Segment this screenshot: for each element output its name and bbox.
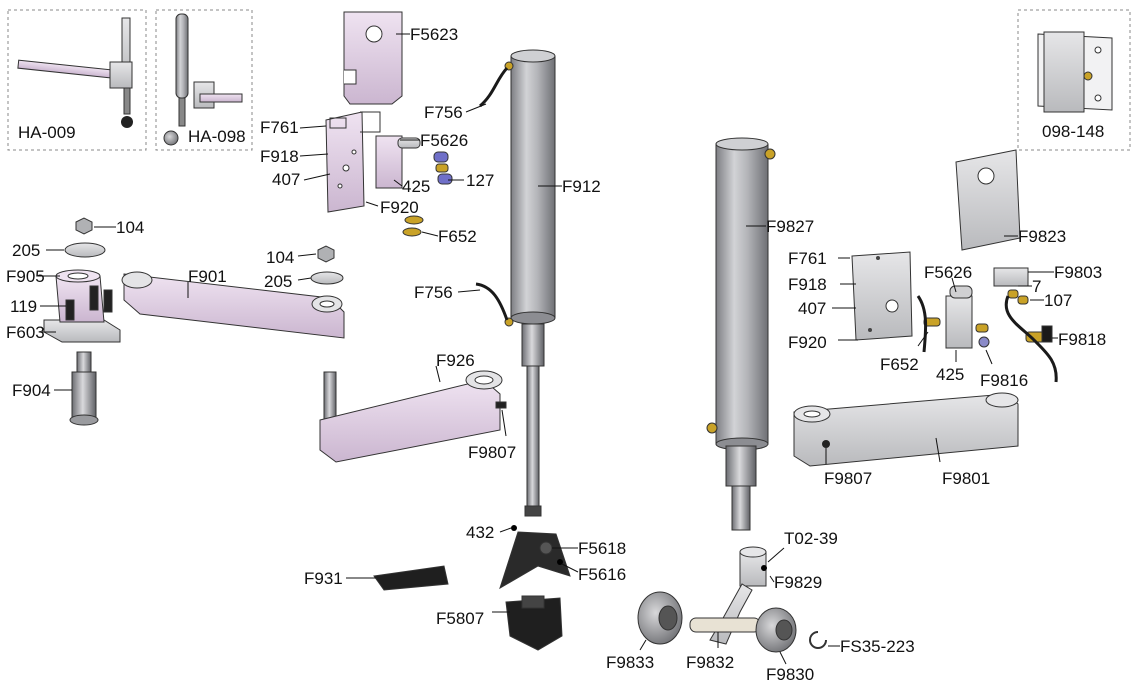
label-f5623: F5623	[410, 25, 458, 44]
label-432: 432	[466, 523, 494, 542]
label-f920-left: F920	[380, 198, 419, 217]
label-f926: F926	[436, 351, 475, 370]
ha-098-thumbnail	[163, 13, 243, 146]
label-425-left: 425	[402, 177, 430, 196]
label-f9830: F9830	[766, 665, 814, 684]
label-f9807-left: F9807	[468, 443, 516, 462]
part-f9832-axle	[689, 617, 761, 633]
inset-ha-098: HA-098	[155, 9, 253, 151]
label-f912: F912	[562, 177, 601, 196]
label-f756-mid: F756	[414, 283, 453, 302]
label-119: 119	[10, 297, 37, 316]
label-ha-098: HA-098	[188, 127, 246, 146]
label-f918-left: F918	[260, 147, 299, 166]
part-f904-pin	[69, 351, 99, 426]
label-f9829: F9829	[774, 573, 822, 592]
label-f920-right: F920	[788, 333, 827, 352]
label-f904: F904	[12, 381, 51, 400]
part-f5626-block-right	[923, 285, 990, 349]
part-f926-arm	[319, 370, 507, 463]
label-205-a: 205	[12, 241, 40, 260]
label-425-right: 425	[936, 365, 964, 384]
label-407-right: 407	[798, 299, 826, 318]
label-407-left: 407	[272, 170, 300, 189]
label-f5807: F5807	[436, 609, 484, 628]
label-f756-top: F756	[424, 103, 463, 122]
part-432	[511, 525, 517, 531]
part-f9801-arm	[793, 392, 1019, 467]
part-f9830-wheel	[755, 607, 797, 653]
part-f9827-cylinder	[706, 137, 776, 531]
label-f652-right: F652	[880, 355, 919, 374]
hose-right-b	[1004, 295, 1058, 383]
label-205-b: 205	[264, 272, 292, 291]
label-104-b: 104	[266, 248, 294, 267]
label-f5618: F5618	[578, 539, 626, 558]
label-f652-left: F652	[438, 227, 477, 246]
label-f603: F603	[6, 323, 45, 342]
label-f931: F931	[304, 569, 343, 588]
part-f918-plate-right	[851, 251, 913, 341]
label-f9833: F9833	[606, 653, 654, 672]
part-f5807-jaw	[505, 595, 563, 651]
label-f918-right: F918	[788, 275, 827, 294]
label-ha-009: HA-009	[18, 123, 76, 142]
part-f9833-wheel	[637, 591, 683, 645]
part-f5623-cover	[343, 11, 403, 105]
label-f9832: F9832	[686, 653, 734, 672]
label-f9818: F9818	[1058, 330, 1106, 349]
part-f931-jaw	[373, 565, 449, 591]
part-f905-base	[43, 269, 121, 343]
label-f9823: F9823	[1018, 227, 1066, 246]
part-205-washer-a	[64, 242, 106, 258]
label-f5616: F5616	[578, 565, 626, 584]
label-f9807-right: F9807	[824, 469, 872, 488]
inset-ha-009: HA-009	[7, 9, 147, 151]
label-7: 7	[1032, 277, 1041, 296]
part-f9803-bracket	[993, 267, 1053, 343]
inset-098-148: 098-148	[1017, 9, 1131, 151]
label-f901: F901	[188, 267, 227, 286]
part-f5618-clamp	[499, 531, 571, 590]
part-f9823-cover	[955, 149, 1021, 251]
label-f761-right: F761	[788, 249, 827, 268]
label-107: 107	[1044, 291, 1072, 310]
label-127: 127	[466, 171, 494, 190]
label-f9816: F9816	[980, 371, 1028, 390]
part-f901-arm	[121, 271, 345, 339]
label-t02-39: T02-39	[784, 529, 838, 548]
label-f5626-right: F5626	[924, 263, 972, 282]
label-f9803: F9803	[1054, 263, 1102, 282]
part-104-nut-b	[317, 245, 335, 263]
label-f905: F905	[6, 267, 45, 286]
label-098-148: 098-148	[1042, 122, 1104, 141]
hose-f756-top	[478, 66, 509, 108]
label-f9827: F9827	[766, 217, 814, 236]
part-104-nut-a	[75, 217, 93, 235]
hose-right-a	[916, 295, 928, 353]
ha-009-thumbnail	[17, 17, 133, 128]
hose-f756-mid	[475, 282, 509, 321]
label-f761-left: F761	[260, 118, 299, 137]
label-f9801: F9801	[942, 469, 990, 488]
part-fs35-223-ring	[809, 631, 827, 649]
label-104-a: 104	[116, 218, 144, 237]
part-127-fittings	[433, 151, 453, 185]
098-148-thumbnail	[1037, 31, 1113, 113]
part-f918-plate	[325, 111, 365, 213]
label-fs35-223: FS35-223	[840, 637, 915, 656]
label-f5626-left: F5626	[420, 131, 468, 150]
part-205-washer-b	[310, 271, 344, 285]
part-f652-fittings	[402, 215, 424, 237]
part-f912-cylinder	[504, 49, 556, 517]
